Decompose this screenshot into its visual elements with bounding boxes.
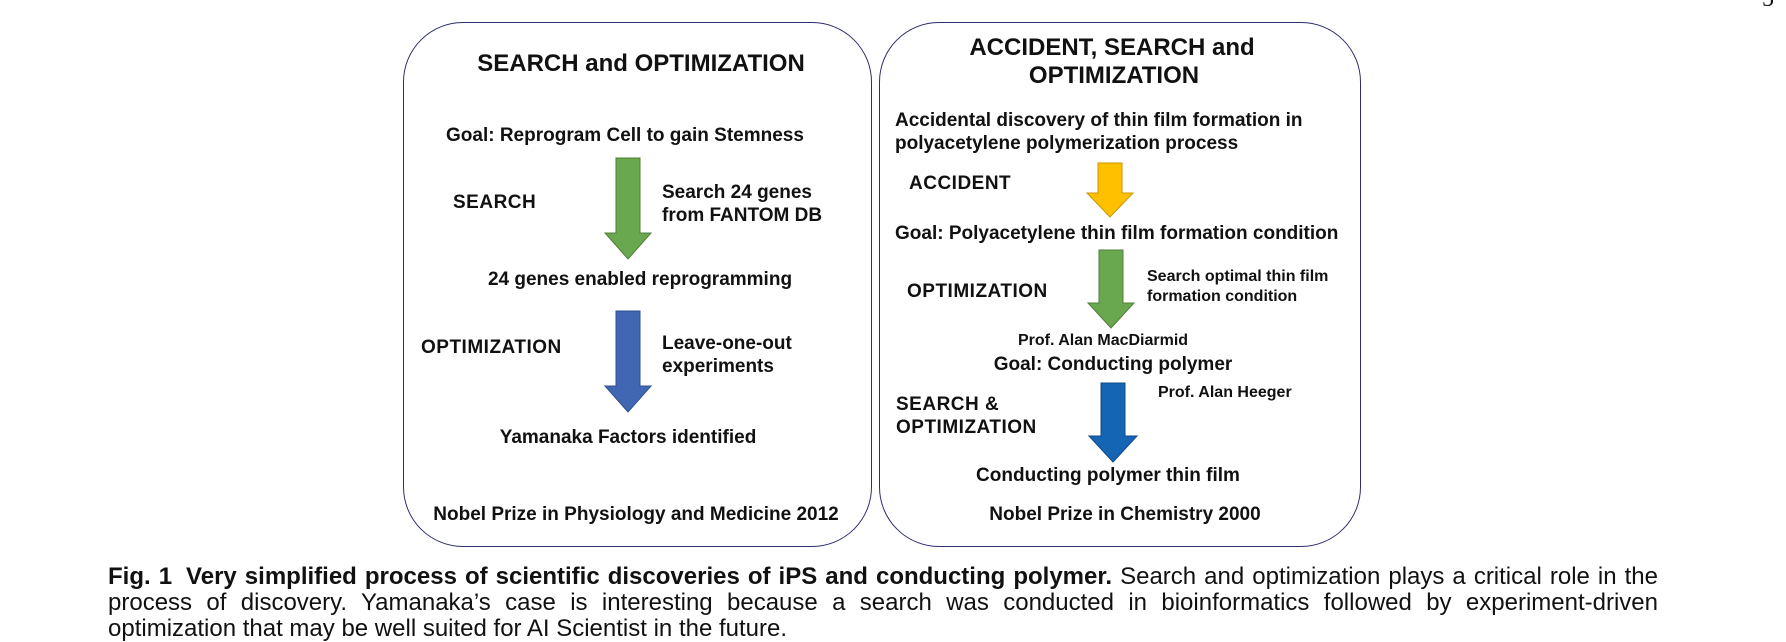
left-prize: Nobel Prize in Physiology and Medicine 2… [433, 504, 839, 525]
left-panel-title: SEARCH and OPTIMIZATION [477, 50, 805, 77]
left-optimization-note-2: experiments [662, 356, 774, 377]
left-search-note-1: Search 24 genes [662, 182, 812, 203]
right-person-2: Prof. Alan Heeger [1158, 384, 1292, 401]
right-panel-title-1: ACCIDENT, SEARCH and [969, 34, 1255, 61]
right-optimization-arrow [1086, 249, 1136, 329]
right-discovery-2: polyacetylene polymerization process [895, 133, 1239, 154]
left-goal: Goal: Reprogram Cell to gain Stemness [446, 125, 804, 146]
caption-bold-text: Very simplified process of scientific di… [186, 563, 1113, 590]
right-accident-label: ACCIDENT [909, 173, 1012, 194]
right-goal-1: Goal: Polyacetylene thin film formation … [895, 223, 1339, 244]
right-search-opt-label-2: OPTIMIZATION [896, 417, 1037, 438]
caption-fig-label: Fig. 1 [108, 563, 173, 590]
right-person-1: Prof. Alan MacDiarmid [1017, 332, 1189, 349]
right-result: Conducting polymer thin film [976, 465, 1240, 486]
right-panel-title-2: OPTIMIZATION [1028, 62, 1200, 89]
left-optimization-label: OPTIMIZATION [421, 337, 562, 358]
left-search-arrow [603, 157, 653, 260]
right-search-opt-label-1: SEARCH & [896, 394, 1000, 415]
left-intermediate: 24 genes enabled reprogramming [487, 269, 793, 290]
left-optimization-note-1: Leave-one-out [662, 333, 792, 354]
left-panel [403, 22, 872, 547]
right-optimization-note-1: Search optimal thin film [1147, 268, 1329, 285]
page-number: 5 [1762, 0, 1774, 13]
right-accident-arrow [1085, 162, 1135, 218]
right-goal-2: Goal: Conducting polymer [993, 354, 1233, 375]
left-search-note-2: from FANTOM DB [662, 205, 823, 226]
right-optimization-note-2: formation condition [1147, 288, 1298, 305]
left-search-label: SEARCH [453, 192, 537, 213]
right-discovery-1: Accidental discovery of thin film format… [895, 110, 1303, 131]
left-result: Yamanaka Factors identified [499, 427, 757, 448]
right-search-opt-arrow [1087, 382, 1139, 463]
figure-caption: Fig. 1 Very simplified process of scienti… [108, 564, 1658, 642]
right-prize: Nobel Prize in Chemistry 2000 [989, 504, 1261, 525]
left-optimization-arrow [603, 310, 653, 413]
right-optimization-label: OPTIMIZATION [907, 281, 1048, 302]
